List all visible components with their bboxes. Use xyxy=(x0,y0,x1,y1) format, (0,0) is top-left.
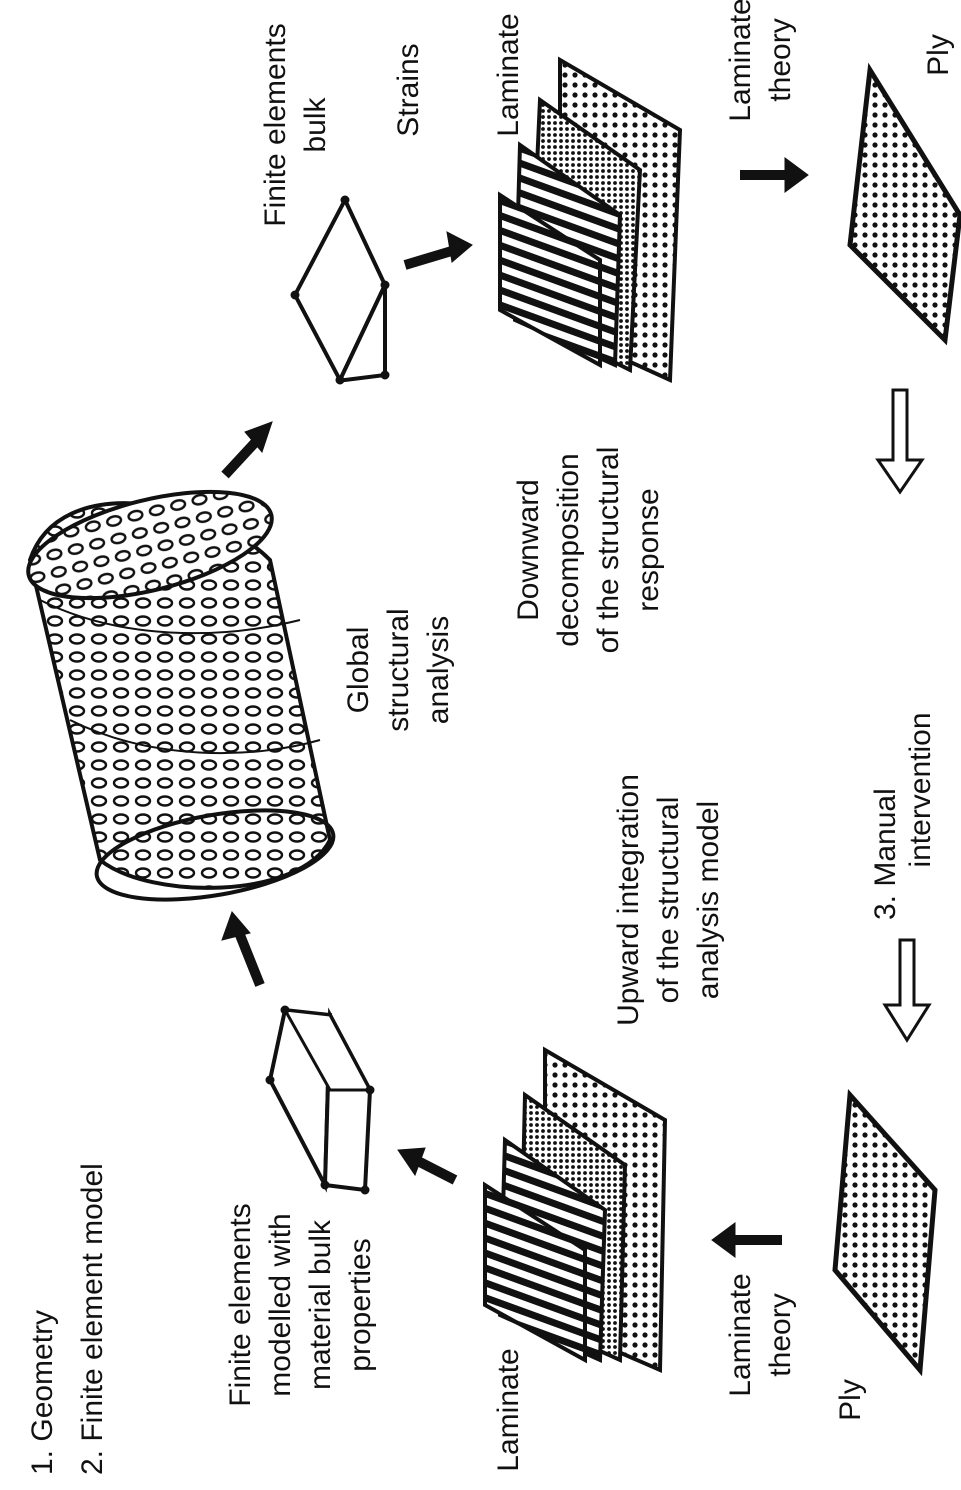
label-fe-bulk-line2: bulk xyxy=(299,96,332,152)
ply-sheet-top xyxy=(847,62,961,346)
arrow-laminate-to-bottom-bulk xyxy=(397,1147,458,1185)
legend-item-fe-model: 2. Finite element model xyxy=(76,1163,109,1475)
bulk-element-box-bottom xyxy=(265,1005,375,1195)
label-downward-1: Downward xyxy=(512,479,545,621)
label-global-2: structural xyxy=(382,608,415,731)
bulk-element-box-top xyxy=(290,195,390,385)
label-downward-2: decomposition xyxy=(552,453,585,646)
label-strains: Strains xyxy=(392,43,425,136)
hollow-arrow-upward xyxy=(882,938,932,1043)
label-downward-4: response xyxy=(632,488,665,611)
label-manual-intervention: intervention xyxy=(904,712,937,867)
arrow-bottom-bulk-to-cylinder xyxy=(221,911,265,987)
label-fe-modelled-3: material bulk xyxy=(304,1219,337,1390)
label-global-1: Global xyxy=(342,627,375,714)
legend-item-manual: 3. Manual xyxy=(869,788,902,920)
hollow-arrow-downward xyxy=(875,388,925,495)
arrow-bulk-to-laminate xyxy=(403,231,473,270)
legend-item-geometry: 1. Geometry xyxy=(26,1310,59,1475)
label-global-3: analysis xyxy=(422,616,455,724)
arrow-cylinder-to-bulk xyxy=(221,421,273,479)
label-laminate-theory-bottom-2: theory xyxy=(764,1293,797,1376)
label-laminate-bottom: Laminate xyxy=(492,1348,525,1471)
label-upward-2: of the structural xyxy=(652,797,685,1004)
label-upward-1: Upward integration xyxy=(612,774,645,1026)
label-laminate-top: Laminate xyxy=(492,13,525,136)
label-ply-top: Ply xyxy=(922,34,955,76)
label-downward-3: of the structural xyxy=(592,447,625,654)
arrow-laminate-theory-top xyxy=(740,157,809,193)
laminate-stack-top xyxy=(498,56,683,384)
label-laminate-theory-bottom-1: Laminate xyxy=(724,1273,757,1396)
laminate-stack-bottom xyxy=(483,1046,668,1374)
label-fe-modelled-1: Finite elements xyxy=(224,1203,257,1406)
arrow-laminate-theory-bottom xyxy=(711,1222,782,1258)
cylinder-mesh-illustration xyxy=(26,489,336,902)
label-upward-3: analysis model xyxy=(692,801,725,999)
label-ply-bottom: Ply xyxy=(834,1379,867,1421)
label-laminate-theory-top-2: theory xyxy=(764,18,797,101)
ply-sheet-bottom xyxy=(832,1089,938,1377)
label-laminate-theory-top-1: Laminate xyxy=(724,0,757,122)
label-fe-modelled-4: properties xyxy=(344,1238,377,1371)
label-fe-modelled-2: modelled with xyxy=(264,1213,297,1396)
label-fe-bulk-line1: Finite elements xyxy=(259,23,292,226)
